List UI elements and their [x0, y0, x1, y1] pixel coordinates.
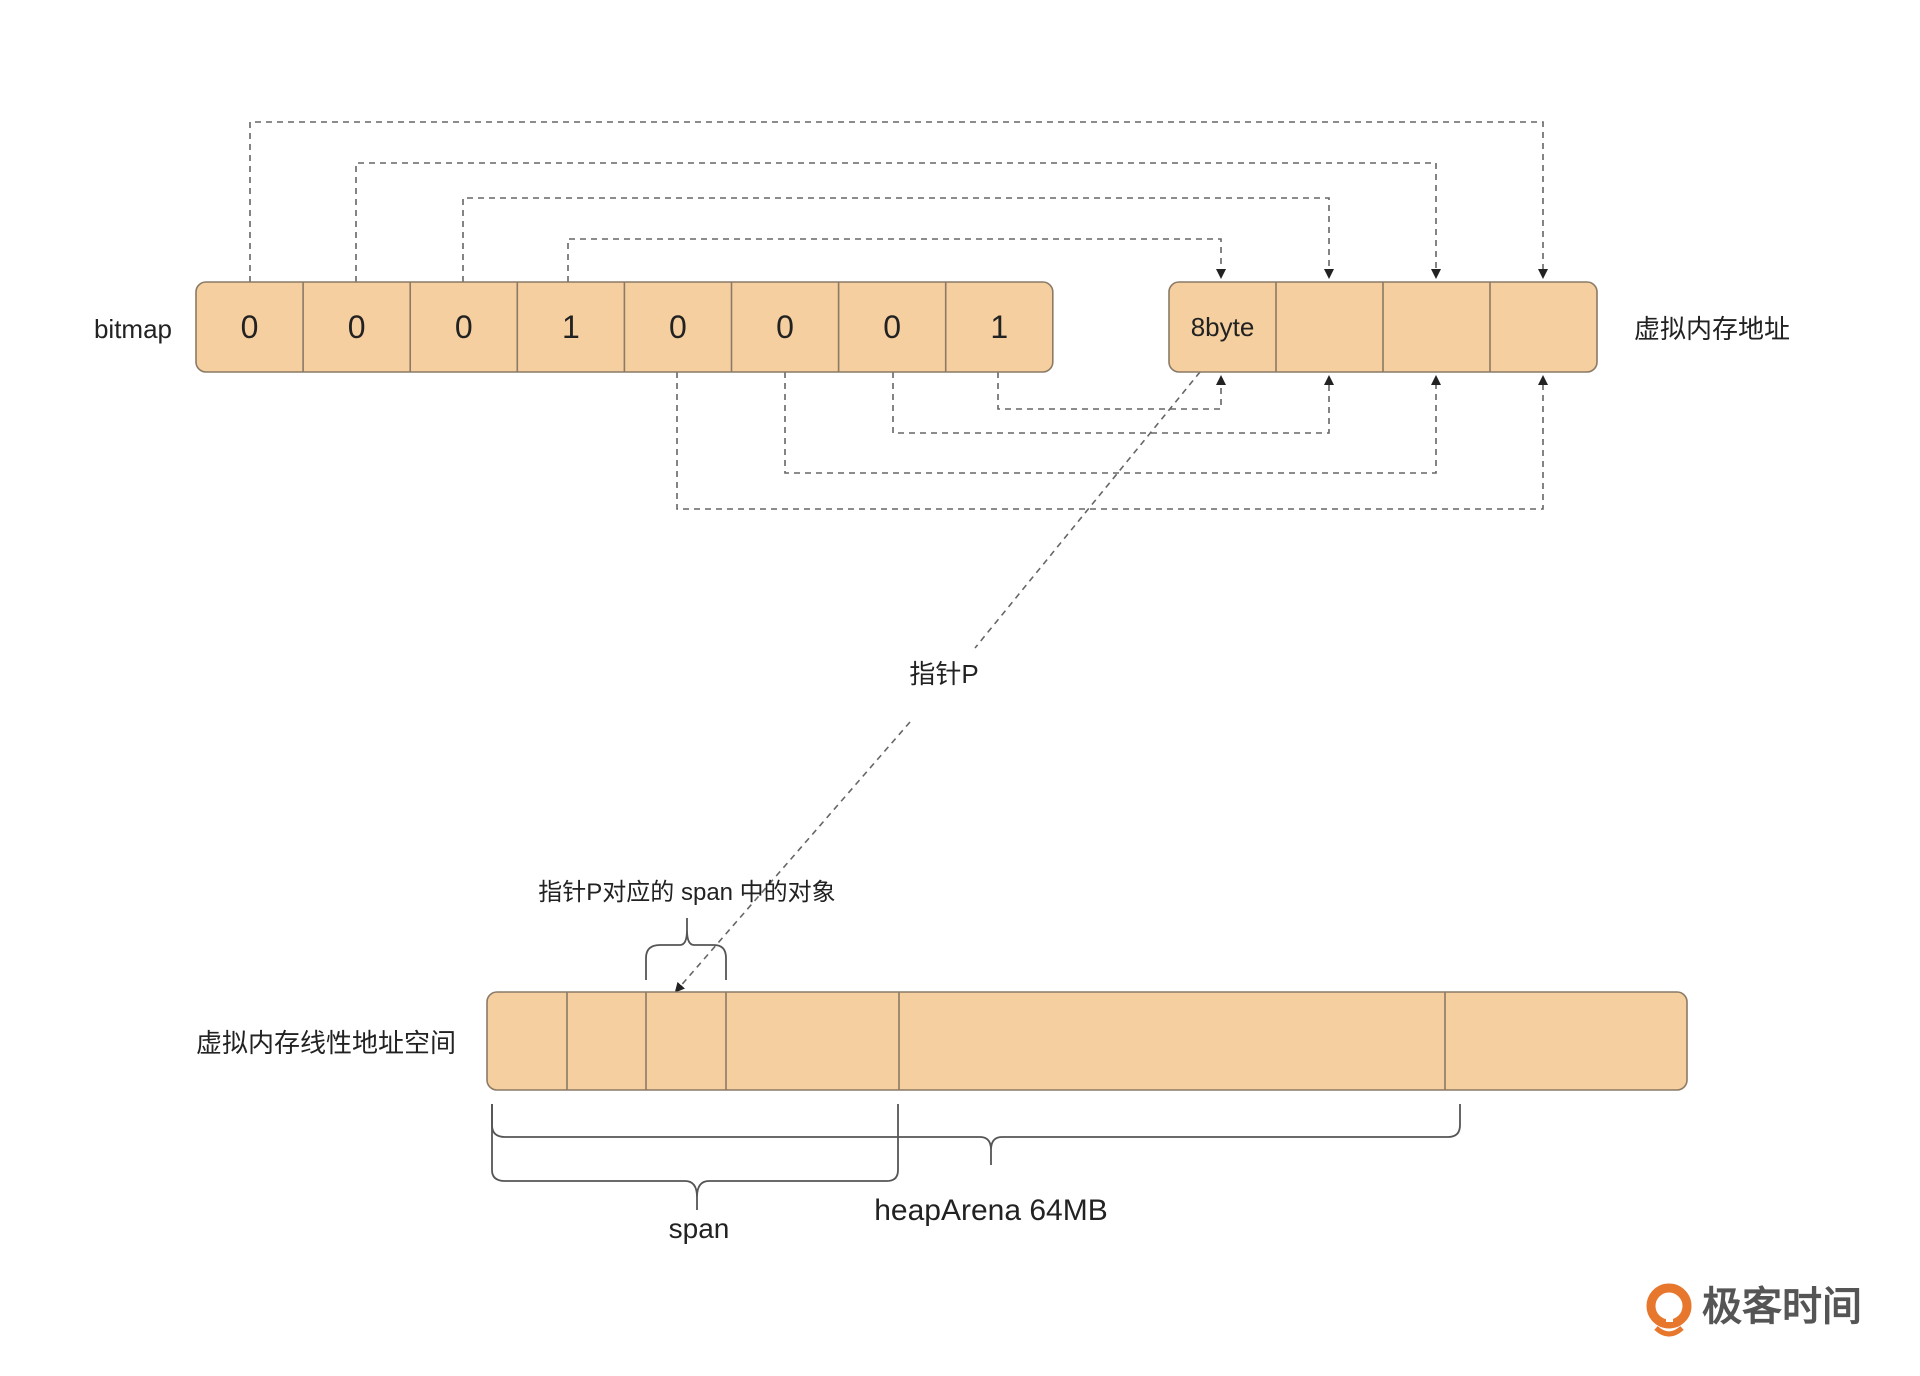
pointer-p-arrow [974, 371, 1201, 649]
linear-space-label: 虚拟内存线性地址空间 [196, 1028, 456, 1058]
bitmap-bit: 1 [562, 309, 580, 345]
connector-bit1 [355, 162, 1441, 282]
connector-bit7 [997, 372, 1226, 410]
connector-bit6 [892, 372, 1334, 434]
geektime-logo: 极客时间 [1646, 1283, 1862, 1337]
logo-icon-stem [1666, 1300, 1673, 1322]
logo-text: 极客时间 [1702, 1284, 1862, 1330]
connector-bit0 [249, 121, 1548, 282]
connector-bit3 [567, 238, 1226, 282]
span-label: span [669, 1213, 730, 1244]
address-row: 8byte [1168, 281, 1598, 373]
bitmap-bit: 1 [990, 309, 1008, 345]
bitmap-bit: 0 [241, 309, 259, 345]
heaparena-label: heapArena 64MB [874, 1194, 1108, 1227]
bottom-connectors [676, 372, 1548, 510]
bitmap-bit: 0 [776, 309, 794, 345]
object-label: 指针P对应的 span 中的对象 [538, 879, 835, 906]
pointer-p-arrow-lower [674, 721, 911, 993]
bitmap-bit: 0 [348, 309, 366, 345]
object-brace [645, 918, 727, 980]
logo-icon [1646, 1283, 1692, 1329]
linear-address-bar [486, 991, 1688, 1091]
bitmap-bit: 0 [455, 309, 473, 345]
linear-dividers [566, 992, 1446, 1090]
bitmap-bit: 0 [669, 309, 687, 345]
span-brace [491, 1104, 899, 1210]
address-cell: 8byte [1191, 312, 1255, 342]
bitmap-bit: 0 [883, 309, 901, 345]
top-connectors [249, 121, 1548, 282]
bitmap-label: bitmap [94, 314, 172, 344]
pointer-p-label: 指针P [909, 659, 978, 689]
connector-bit5 [784, 372, 1441, 474]
logo-icon-base [1654, 1326, 1684, 1337]
virtual-address-label: 虚拟内存地址 [1634, 314, 1790, 344]
connector-bit4 [676, 372, 1548, 510]
heaparena-brace [491, 1104, 1461, 1165]
bitmap-row: 0 0 0 1 0 0 0 1 [195, 281, 1054, 373]
connector-bit2 [462, 197, 1334, 282]
